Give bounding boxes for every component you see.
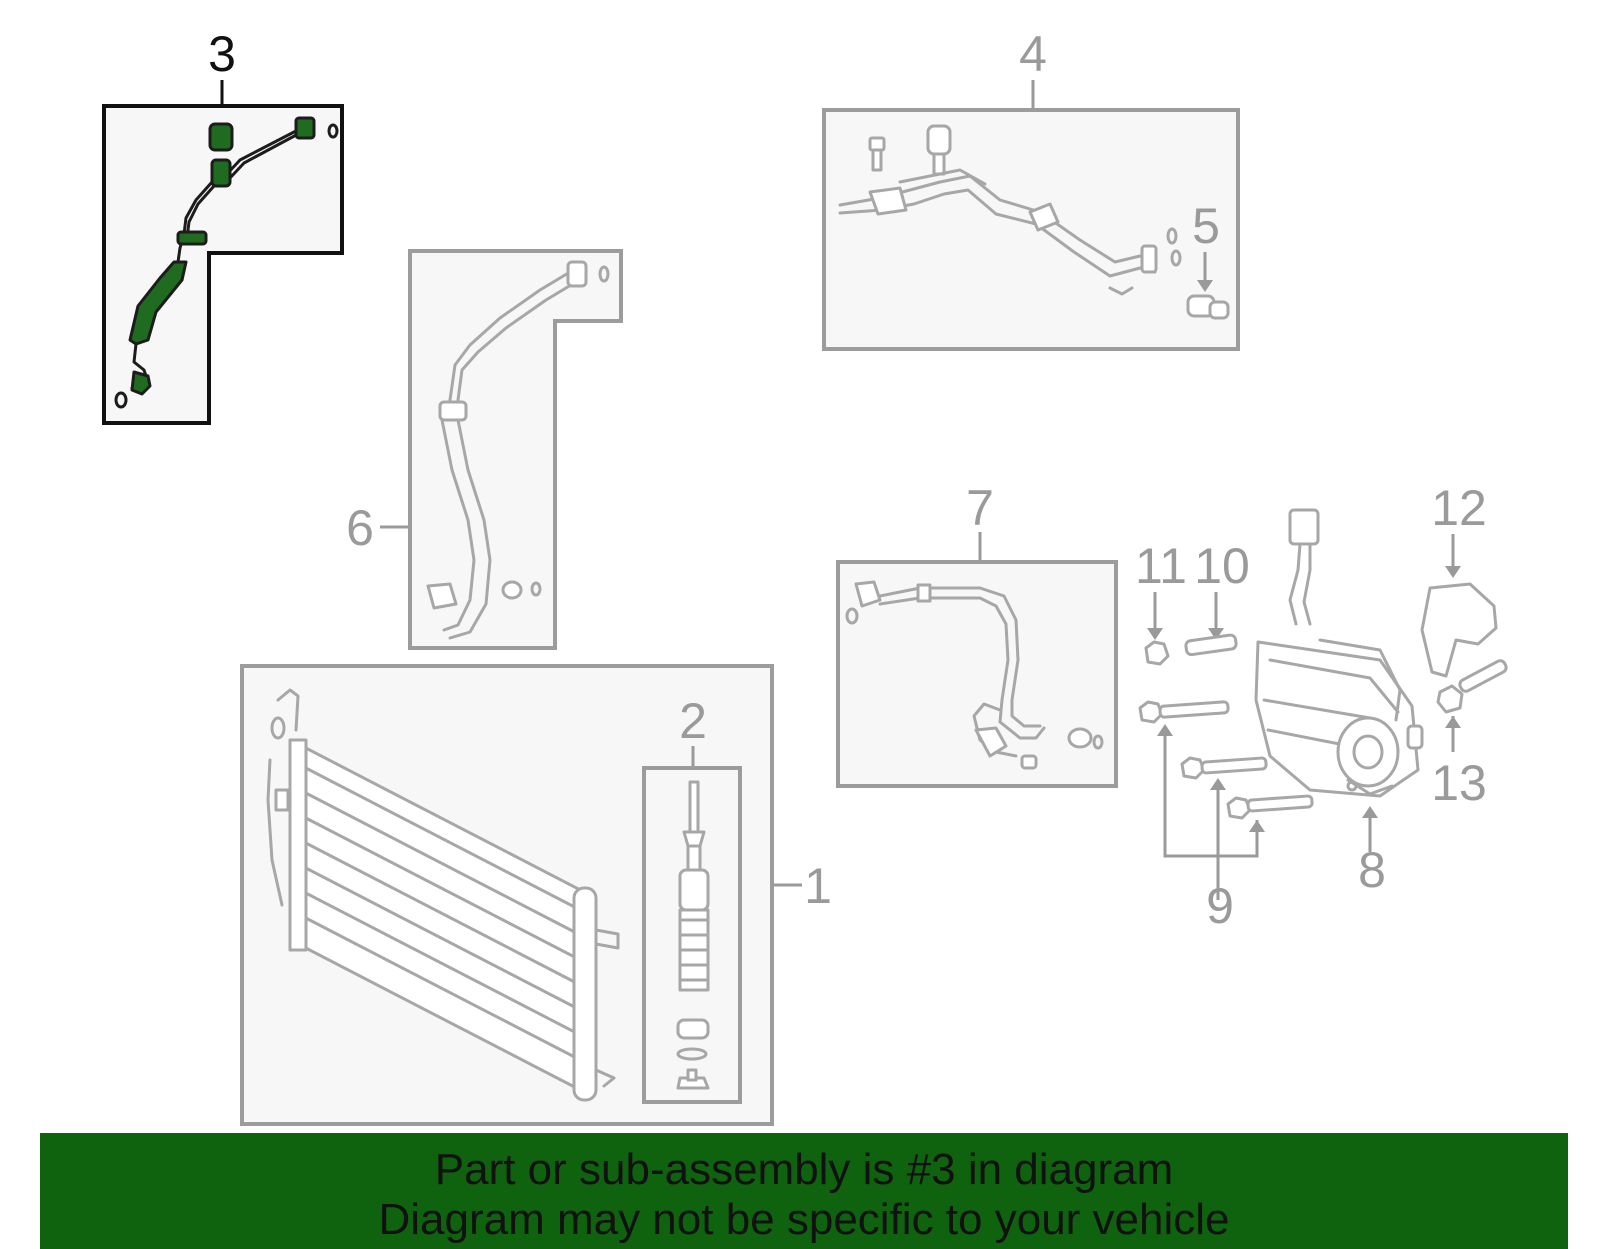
part-7-group[interactable]: 7 [836, 480, 1118, 788]
part-6-group[interactable]: 6 [346, 249, 623, 650]
callout-7: 7 [966, 480, 994, 536]
callout-13: 13 [1431, 755, 1487, 811]
callout-8: 8 [1358, 842, 1386, 898]
arrow-10 [1208, 628, 1224, 640]
callout-3: 3 [208, 26, 236, 82]
callout-5: 5 [1192, 198, 1220, 254]
part-11-nut [1144, 640, 1170, 666]
part-2-drier [676, 780, 710, 1090]
leader-9-a [1163, 736, 1259, 858]
part-10-stud [1184, 633, 1238, 657]
part-5-switch [1186, 294, 1230, 320]
callout-2: 2 [679, 693, 707, 749]
arrow-5 [1197, 280, 1213, 292]
part-4-group[interactable]: 4 5 [822, 26, 1240, 351]
part-1-group[interactable]: 1 2 [240, 664, 832, 1126]
banner-line-2: Diagram may not be specific to your vehi… [378, 1195, 1230, 1244]
banner-line-1: Part or sub-assembly is #3 in diagram [434, 1145, 1174, 1194]
callout-12: 12 [1431, 480, 1487, 536]
compressor-group[interactable]: 11 10 12 13 [1135, 480, 1508, 934]
callout-4: 4 [1019, 26, 1047, 82]
part-4-line [838, 124, 1182, 296]
arrow-8 [1362, 806, 1378, 818]
part-7-hose [845, 580, 1104, 770]
arrow-11 [1147, 628, 1163, 640]
callout-9: 9 [1206, 878, 1234, 934]
arrow-12 [1445, 566, 1461, 578]
part-12-bracket [1420, 582, 1498, 678]
callout-11: 11 [1135, 538, 1187, 594]
part-3-group[interactable]: 3 [102, 26, 344, 425]
part-3-hose [114, 116, 339, 409]
part-3-box [102, 104, 344, 425]
callout-1: 1 [804, 858, 832, 914]
part-1-condenser [266, 688, 620, 1102]
arrow-9-b [1210, 778, 1226, 790]
part-8-compressor [1254, 508, 1424, 798]
arrow-13 [1445, 716, 1461, 728]
part-6-box [408, 249, 623, 650]
callout-10: 10 [1194, 538, 1250, 594]
part-9-bolts [1138, 700, 1314, 820]
arrow-9-a [1157, 724, 1173, 736]
callout-6: 6 [346, 500, 374, 556]
arrow-9-c [1249, 820, 1265, 832]
info-banner: Part or sub-assembly is #3 in diagram Di… [40, 1133, 1568, 1249]
part-13-bolt [1436, 659, 1508, 714]
part-6-hose [426, 260, 610, 640]
part-4-box [822, 108, 1240, 351]
